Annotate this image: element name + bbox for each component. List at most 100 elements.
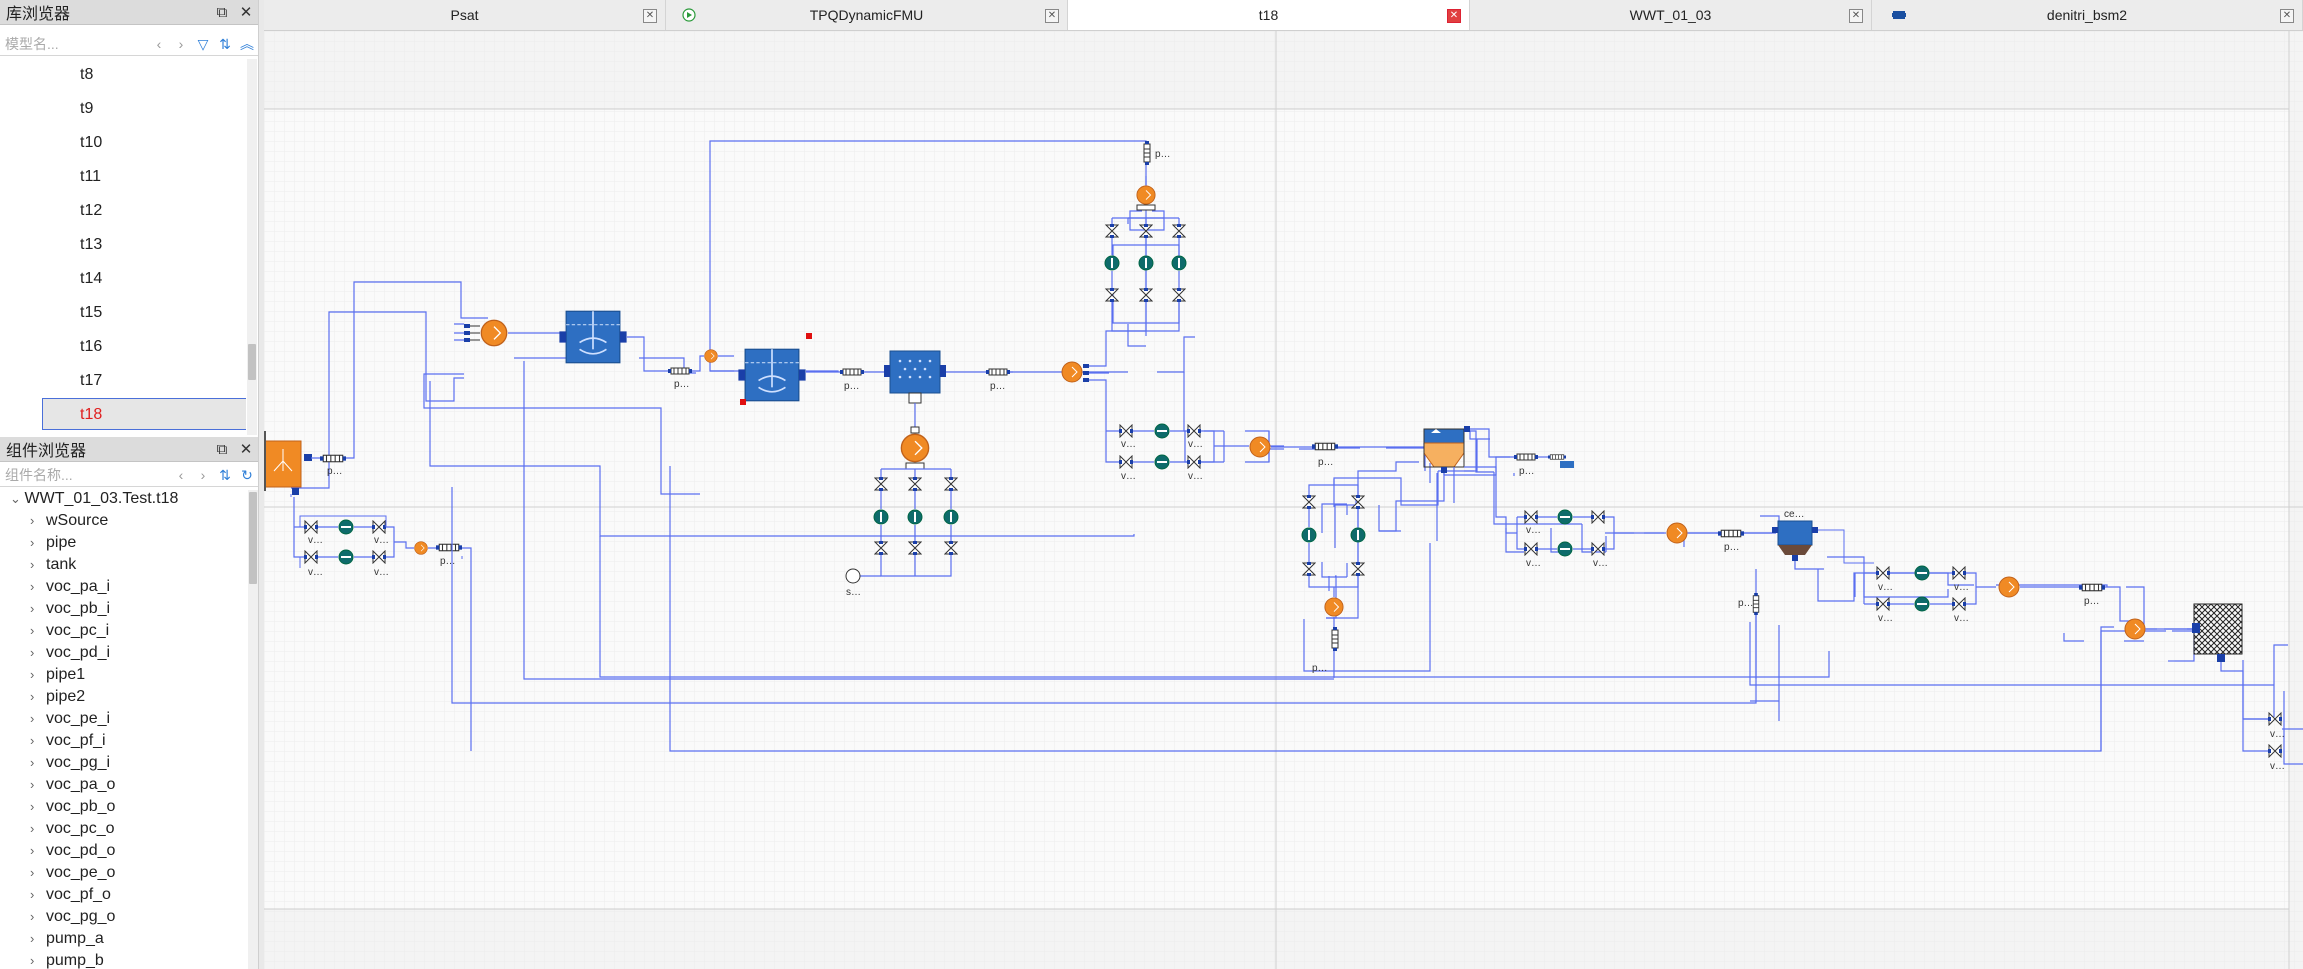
chevron-right-icon[interactable]: › [30, 711, 35, 726]
tank[interactable] [264, 431, 312, 495]
component-item[interactable]: ›voc_pf_i [30, 732, 106, 750]
chevron-right-icon[interactable]: › [30, 645, 35, 660]
diagram-svg[interactable]: p… v… v… v… v… p… [264, 31, 2303, 969]
secondary-clarifier[interactable] [1772, 520, 1818, 561]
component-item[interactable]: ›voc_pa_o [30, 776, 115, 794]
chevron-right-icon[interactable]: › [30, 513, 35, 528]
prev-arrow-icon[interactable]: ‹ [156, 36, 162, 52]
pipe-label: p… [440, 556, 456, 567]
chevron-right-icon[interactable]: › [30, 557, 35, 572]
valve-label: v… [1878, 613, 1893, 624]
prev-arrow-icon[interactable]: ‹ [178, 467, 184, 483]
component-item[interactable]: ›voc_pg_i [30, 754, 110, 772]
chevron-right-icon[interactable]: › [30, 821, 35, 836]
clarifier[interactable] [1423, 426, 1470, 473]
chevron-right-icon[interactable]: › [30, 865, 35, 880]
library-item[interactable]: t16 [80, 338, 103, 355]
pipe-label: p… [1738, 598, 1754, 609]
refresh-icon[interactable]: ↻ [241, 466, 253, 483]
component-item[interactable]: ›pump_b [30, 952, 104, 969]
chevron-right-icon[interactable]: › [30, 777, 35, 792]
component-item[interactable]: ›voc_pb_i [30, 600, 110, 618]
close-icon[interactable]: ✕ [1447, 9, 1461, 23]
collapse-all-icon[interactable]: ︽ [240, 36, 254, 52]
component-search-input[interactable]: 组件名称... [5, 467, 73, 483]
library-item[interactable]: t14 [80, 270, 103, 287]
component-item[interactable]: ›voc_pg_o [30, 908, 115, 926]
sort-icon[interactable]: ⇅ [219, 35, 231, 52]
chevron-right-icon[interactable]: › [30, 667, 35, 682]
component-tree-root[interactable]: ⌄ WWT_01_03.Test.t18 [10, 490, 178, 508]
library-search-input[interactable]: 模型名... [5, 36, 59, 52]
chevron-right-icon[interactable]: › [30, 887, 35, 902]
component-item[interactable]: ›voc_pb_o [30, 798, 115, 816]
library-item[interactable]: t10 [80, 134, 103, 151]
component-item[interactable]: ›voc_pf_o [30, 886, 111, 904]
tab-wwt-01-03[interactable]: WWT_01_03 ✕ [1470, 0, 1872, 30]
chevron-right-icon[interactable]: › [30, 733, 35, 748]
component-item[interactable]: › voc_pe_i [30, 710, 110, 728]
component-item[interactable]: ›voc_pc_o [30, 820, 115, 838]
next-arrow-icon[interactable]: › [200, 467, 206, 483]
component-item[interactable]: ›voc_pa_i [30, 578, 110, 596]
tab-psat[interactable]: Psat ✕ [264, 0, 666, 30]
chevron-right-icon[interactable]: › [30, 843, 35, 858]
close-icon[interactable]: ✕ [239, 441, 253, 458]
tab-denitri-bsm2[interactable]: denitri_bsm2 ✕ [1872, 0, 2303, 30]
library-item[interactable]: t11 [80, 168, 102, 185]
component-item[interactable]: ›wSource [30, 512, 108, 530]
filter-icon[interactable]: ▽ [197, 35, 209, 52]
chevron-right-icon[interactable]: › [30, 535, 35, 550]
pipe-label: p… [1519, 466, 1535, 477]
filter-tank[interactable] [2192, 603, 2243, 662]
chevron-right-icon[interactable]: › [30, 799, 35, 814]
library-item[interactable]: t17 [80, 372, 103, 389]
component-item[interactable]: ›voc_pc_i [30, 622, 109, 640]
diagram-canvas[interactable]: p… v… v… v… v… p… [264, 31, 2303, 969]
chevron-right-icon[interactable]: › [30, 953, 35, 968]
component-scrollbar[interactable] [248, 490, 258, 969]
sort-icon[interactable]: ⇅ [219, 466, 231, 483]
close-icon[interactable]: ✕ [2280, 9, 2294, 23]
close-icon[interactable]: ✕ [1849, 9, 1863, 23]
component-item[interactable]: ›pump_a [30, 930, 104, 948]
component-item[interactable]: ›voc_pd_o [30, 842, 115, 860]
component-item[interactable]: ›tank [30, 556, 76, 574]
chevron-right-icon[interactable]: › [30, 579, 35, 594]
library-scrollbar[interactable] [247, 59, 257, 435]
close-icon[interactable]: ✕ [239, 4, 253, 21]
close-icon[interactable]: ✕ [1045, 9, 1059, 23]
component-item[interactable]: ›voc_pe_o [30, 864, 115, 882]
chevron-down-icon[interactable]: ⌄ [10, 491, 25, 506]
component-item[interactable]: ›pipe2 [30, 688, 85, 706]
chevron-right-icon[interactable]: › [30, 623, 35, 638]
library-item[interactable]: t8 [80, 66, 94, 83]
chevron-right-icon[interactable]: › [30, 755, 35, 770]
next-arrow-icon[interactable]: › [178, 36, 184, 52]
chevron-right-icon[interactable]: › [30, 601, 35, 616]
component-item[interactable]: › voc_pd_i [30, 644, 110, 662]
component-item[interactable]: ›pipe [30, 534, 76, 552]
component-item-label: voc_pe_i [46, 710, 111, 727]
component-item-label: voc_pd_i [46, 644, 111, 661]
undock-icon[interactable]: ⧉ [216, 440, 228, 458]
chevron-right-icon[interactable]: › [30, 931, 35, 946]
library-item-t18[interactable]: t18 [80, 406, 103, 423]
tab-tpqdynamicfmu[interactable]: TPQDynamicFMU ✕ [666, 0, 1068, 30]
component-scrollbar-thumb[interactable] [249, 492, 257, 584]
library-item[interactable]: t9 [80, 100, 94, 117]
undock-icon[interactable]: ⧉ [216, 3, 228, 21]
chevron-right-icon[interactable]: › [30, 909, 35, 924]
library-scrollbar-thumb[interactable] [248, 344, 256, 380]
close-icon[interactable]: ✕ [643, 9, 657, 23]
chevron-right-icon[interactable]: › [30, 689, 35, 704]
tab-t18[interactable]: t18 ✕ [1068, 0, 1470, 30]
valve-label: v… [1188, 439, 1203, 450]
valve-label: v… [1878, 582, 1893, 593]
library-item[interactable]: t12 [80, 202, 103, 219]
library-item[interactable]: t13 [80, 236, 103, 253]
valve-label: v… [1188, 471, 1203, 482]
library-item[interactable]: t15 [80, 304, 103, 321]
component-item[interactable]: ›pipe1 [30, 666, 85, 684]
